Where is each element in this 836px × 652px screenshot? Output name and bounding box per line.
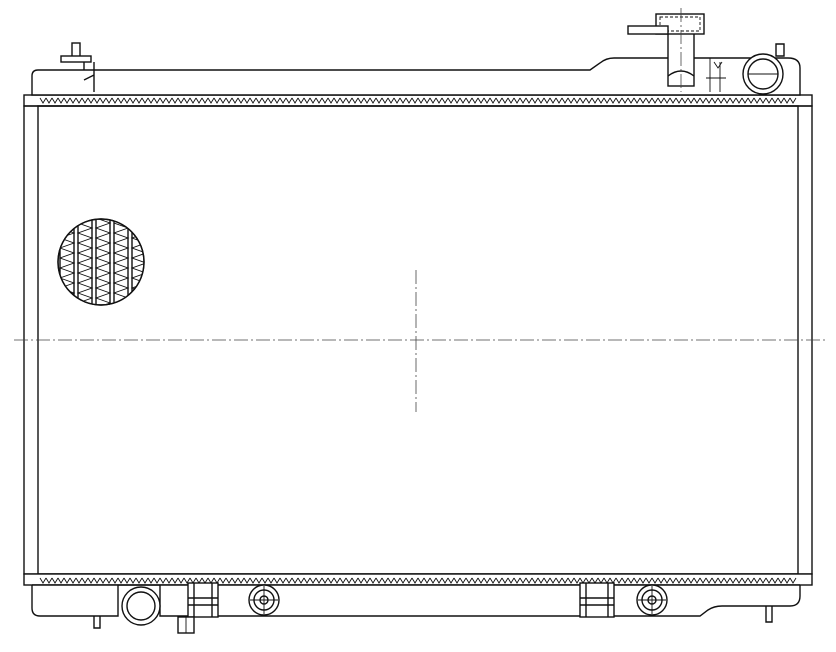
top-crimp-teeth <box>39 97 797 104</box>
mounting-bracket-left <box>177 582 219 634</box>
top-tank-body <box>31 57 801 96</box>
right-foot-pin <box>765 606 773 623</box>
bottom-header-plate <box>23 573 813 586</box>
inlet-pipe <box>742 53 784 95</box>
top-left-stud <box>60 42 95 92</box>
core <box>14 105 826 575</box>
top-right-lug <box>775 43 785 57</box>
top-header-plate <box>23 94 813 107</box>
drain-plug-left <box>248 584 280 616</box>
crimp-tooth-row <box>39 97 797 104</box>
outlet-pipe <box>121 586 161 626</box>
filler-neck <box>627 8 705 92</box>
top-tank <box>23 42 813 107</box>
top-tank-rib <box>706 58 726 92</box>
mounting-bracket-right <box>579 582 615 618</box>
left-foot-pin <box>93 616 101 629</box>
drain-plug-right <box>636 584 668 616</box>
fin-detail-callout <box>57 218 145 306</box>
top-tank-mark <box>713 61 723 69</box>
fin-detail-tubes <box>58 219 133 305</box>
overflow-tube <box>627 25 669 35</box>
fin-detail-fins <box>58 219 144 305</box>
